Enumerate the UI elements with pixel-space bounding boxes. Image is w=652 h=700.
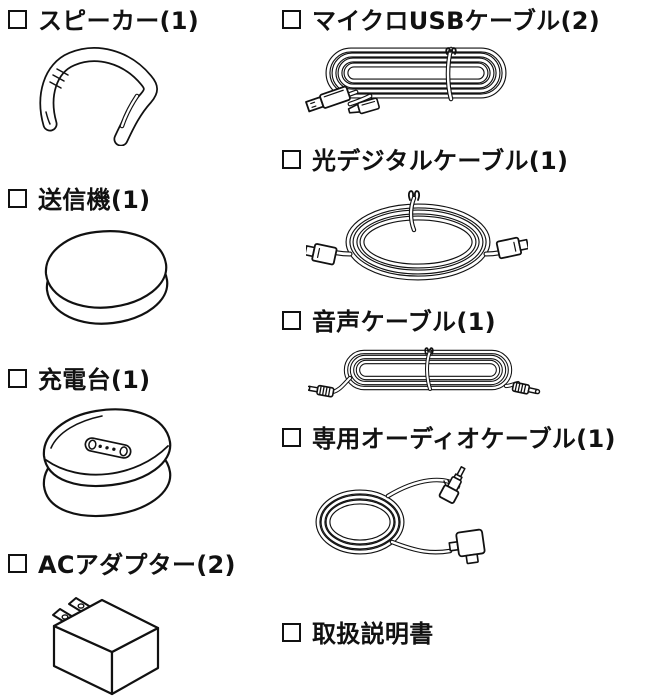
item-label: 取扱説明書 [312, 620, 434, 648]
checklist-item-speaker: スピーカー(1) [8, 6, 199, 36]
checklist-item-ac-adapter: ACアダプター(2) [8, 550, 236, 580]
item-label: スピーカー(1) [38, 7, 200, 35]
checkbox-icon [282, 311, 301, 330]
checklist-item-charging-cradle: 充電台(1) [8, 365, 150, 395]
dedicated-audio-cable-illustration [308, 462, 504, 566]
item-label: 音声ケーブル(1) [312, 308, 496, 336]
checkbox-icon [282, 10, 301, 29]
checklist-item-audio-cable: 音声ケーブル(1) [282, 307, 496, 337]
item-label: マイクロUSBケーブル(2) [312, 7, 600, 35]
checkbox-icon [8, 554, 27, 573]
checklist-item-dedicated-audio-cable: 専用オーディオケーブル(1) [282, 424, 616, 454]
checkbox-icon [8, 189, 27, 208]
checkbox-icon [8, 10, 27, 29]
item-label: 光デジタルケーブル(1) [312, 147, 569, 175]
checklist-item-micro-usb-cable: マイクロUSBケーブル(2) [282, 6, 600, 36]
optical-digital-cable-illustration [306, 184, 528, 290]
audio-cable-illustration [308, 346, 548, 402]
checklist-item-transmitter: 送信機(1) [8, 185, 150, 215]
neckband-speaker-illustration [34, 44, 164, 146]
ac-adapter-illustration [36, 588, 166, 698]
checklist-item-manual: 取扱説明書 [282, 619, 434, 649]
checkbox-icon [282, 623, 301, 642]
checklist-item-optical-digital-cable: 光デジタルケーブル(1) [282, 146, 568, 176]
item-label: 専用オーディオケーブル(1) [312, 425, 616, 453]
checkbox-icon [282, 428, 301, 447]
item-label: 送信機(1) [38, 186, 151, 214]
checkbox-icon [8, 369, 27, 388]
item-label: 充電台(1) [38, 366, 151, 394]
transmitter-illustration [34, 222, 180, 340]
charging-cradle-illustration [34, 400, 180, 526]
micro-usb-cable-illustration [304, 46, 512, 118]
item-label: ACアダプター(2) [38, 551, 236, 579]
checkbox-icon [282, 150, 301, 169]
